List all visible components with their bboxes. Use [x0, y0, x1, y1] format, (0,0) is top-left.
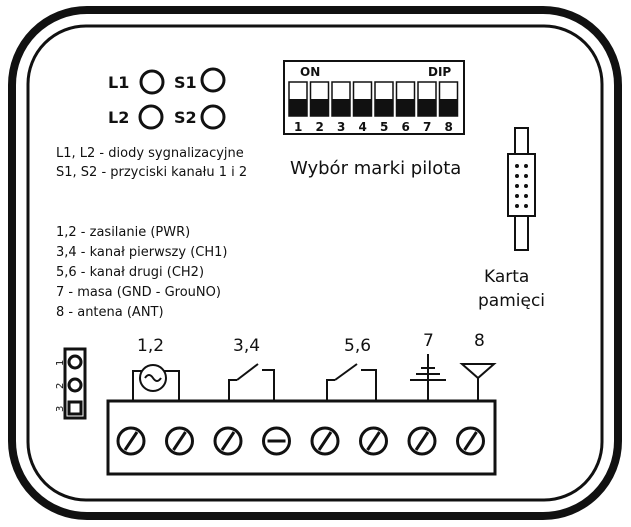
card-pin-top: [514, 127, 529, 155]
legend-terminals: 1,2 - zasilanie (PWR) 3,4 - kanał pierws…: [56, 225, 227, 320]
power-symbol-icon: [132, 364, 180, 402]
legend-ch2: 5,6 - kanał drugi (CH2): [56, 265, 204, 280]
dip-switch-8: 8: [438, 81, 459, 134]
memory-card-label-line2: pamięci: [478, 291, 545, 311]
dip-number: 6: [402, 120, 410, 134]
dip-number: 7: [423, 120, 431, 134]
led-l1-icon: [139, 69, 165, 95]
dip-caption: Wybór marki pilota: [290, 158, 461, 179]
legend-ch1: 3,4 - kanał pierwszy (CH1): [56, 245, 227, 260]
legend-pwr: 1,2 - zasilanie (PWR): [56, 225, 190, 240]
dip-number: 4: [359, 120, 367, 134]
card-pin-bottom: [514, 215, 529, 251]
jumper-num-2: 2: [55, 383, 66, 389]
jumper-num-3: 3: [55, 406, 66, 412]
ch1-relay-switch-icon: [228, 363, 275, 401]
dip-switch-6: 6: [395, 81, 416, 134]
dip-switch-1: 1: [288, 81, 308, 134]
dip-on-label: ON: [300, 65, 320, 79]
card-contact-dot: [515, 204, 519, 208]
screw-icon: [407, 426, 437, 456]
card-contact-dot: [524, 204, 528, 208]
legend-leds: L1, L2 - diody sygnalizacyjne: [56, 146, 244, 161]
antenna-symbol-icon: [459, 363, 497, 401]
card-contacts: [515, 164, 528, 208]
ground-symbol-icon: [410, 354, 446, 401]
outer-housing: [8, 6, 622, 520]
terminal-block-frame: [106, 399, 497, 476]
jumper-pin-1: [67, 354, 83, 370]
button-s2-label: S2: [174, 108, 197, 127]
dip-number: 5: [380, 120, 388, 134]
jumper-frame: [63, 347, 87, 420]
screw-icon: [456, 426, 485, 456]
dip-frame: [283, 60, 465, 135]
group-label-ch1: 3,4: [233, 336, 260, 356]
terminal-block: [106, 399, 497, 476]
group-label-gnd: 7: [423, 331, 434, 351]
dip-dip-label: DIP: [428, 65, 451, 79]
dip-switch-4: 4: [352, 81, 373, 134]
group-label-ant: 8: [474, 331, 485, 351]
memory-card-connector: Karta pamięci: [478, 127, 545, 311]
dip-switch-5: 5: [374, 81, 394, 134]
card-socket: [507, 153, 536, 217]
memory-card-label-line1: Karta: [484, 267, 529, 287]
led-l2-icon: [138, 104, 164, 130]
dip-switch-2: 2: [309, 81, 330, 134]
dip-switch-7: 7: [417, 81, 437, 134]
dip-number: 8: [445, 120, 453, 134]
screw-icon: [310, 426, 340, 456]
card-contact-dot: [515, 184, 519, 188]
button-s1-label: S1: [174, 73, 197, 92]
dip-number: 1: [294, 120, 302, 134]
inner-housing: [26, 24, 604, 502]
jumper-num-1: 1: [55, 360, 66, 366]
card-contact-dot: [524, 174, 528, 178]
button-s2-icon: [200, 104, 226, 130]
card-contact-dot: [524, 194, 528, 198]
jumper-block: 1 2 3: [55, 347, 87, 420]
card-contact-dot: [515, 164, 519, 168]
terminal-group-labels: 1,2 3,4 5,6 7 8: [137, 331, 485, 356]
card-contact-dot: [524, 184, 528, 188]
led-l2-label: L2: [108, 108, 129, 127]
dip-number: 3: [337, 120, 345, 134]
legend-gnd: 7 - masa (GND - GrouNO): [56, 285, 221, 300]
screw-icon: [262, 426, 291, 456]
ch2-relay-switch-icon: [326, 363, 377, 401]
card-contact-dot: [524, 164, 528, 168]
screw-icon: [165, 426, 194, 456]
led-l1-label: L1: [108, 73, 129, 92]
screw-icon: [213, 426, 243, 456]
button-s1-icon: [200, 67, 226, 93]
group-label-ch2: 5,6: [344, 336, 371, 356]
card-contact-dot: [515, 174, 519, 178]
jumper-pin-3: [67, 400, 83, 416]
dip-switch-3: 3: [331, 81, 351, 134]
card-contact-dot: [515, 194, 519, 198]
legend-ant: 8 - antena (ANT): [56, 305, 164, 320]
group-label-power: 1,2: [137, 336, 164, 356]
screw-icon: [116, 426, 146, 456]
legend-buttons: S1, S2 - przyciski kanału 1 i 2: [56, 165, 247, 180]
led-button-group: L1 S1 L2 S2: [108, 67, 226, 130]
legend-top: L1, L2 - diody sygnalizacyjne S1, S2 - p…: [56, 146, 247, 180]
terminal-screws: [116, 426, 485, 456]
jumper-pin-2: [67, 377, 83, 393]
screw-icon: [359, 426, 388, 456]
dip-number: 2: [316, 120, 324, 134]
